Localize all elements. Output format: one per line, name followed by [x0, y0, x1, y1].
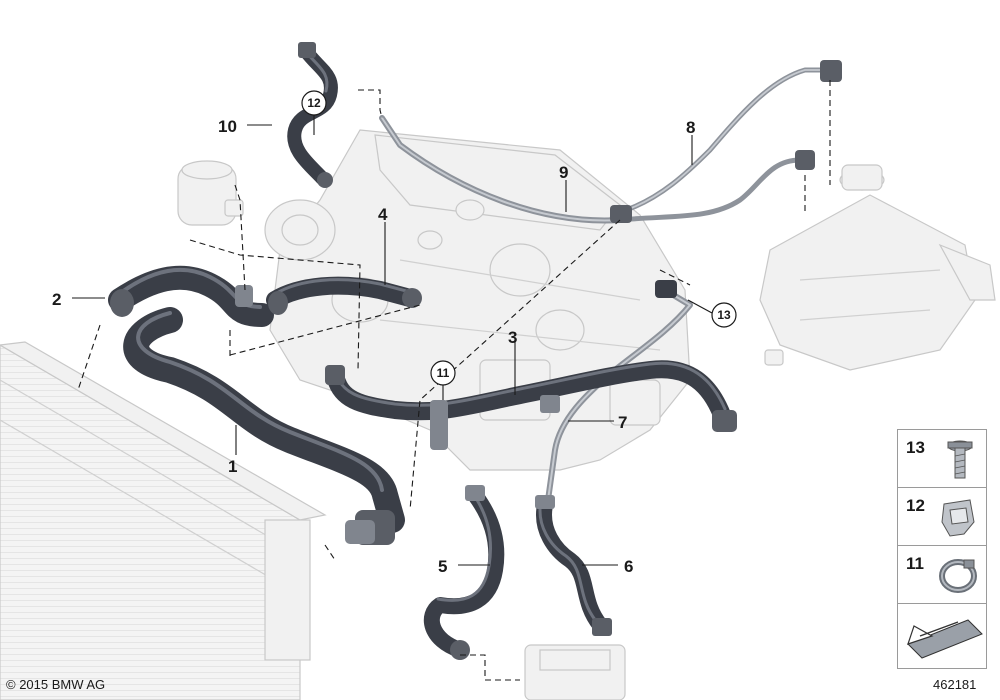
callout-12: 12	[301, 90, 327, 116]
svg-text:12: 12	[307, 96, 321, 110]
callout-4: 4	[378, 205, 388, 224]
bolt-icon	[947, 440, 973, 479]
svg-text:4: 4	[378, 205, 388, 224]
svg-text:1: 1	[228, 457, 237, 476]
legend-item-12: 12	[898, 488, 986, 546]
coolant-pipe-9	[379, 115, 623, 224]
callout-9: 9	[559, 163, 568, 182]
callout-2: 2	[52, 290, 61, 309]
diagram-number: 462181	[933, 677, 977, 692]
clamp-clip-icon	[941, 499, 975, 537]
callout-3: 3	[508, 328, 517, 347]
electric-coolant-pump	[524, 644, 626, 700]
leader-lines	[72, 115, 713, 566]
copyright-text: © 2015 BMW AG	[6, 677, 106, 692]
svg-text:8: 8	[686, 118, 695, 137]
expansion-tank	[759, 164, 996, 371]
svg-text:6: 6	[624, 557, 633, 576]
auxiliary-water-pump	[177, 160, 244, 226]
direction-arrow-icon	[907, 619, 983, 659]
legend-item-13: 13	[898, 430, 986, 488]
svg-text:5: 5	[438, 557, 447, 576]
callout-7: 7	[618, 413, 627, 432]
svg-text:3: 3	[508, 328, 517, 347]
hose-clamp-icon	[939, 559, 977, 593]
coolant-hose-1	[123, 307, 405, 545]
dashed-connectors	[77, 80, 831, 681]
svg-text:7: 7	[618, 413, 627, 432]
legend-label: 12	[906, 496, 925, 515]
callout-10: 10	[218, 117, 237, 136]
coolant-hose-3	[325, 360, 737, 450]
legend-panel: 13 12 11	[897, 429, 987, 669]
svg-text:13: 13	[717, 308, 731, 322]
callout-11: 11	[430, 360, 456, 386]
legend-label: 13	[906, 438, 925, 457]
legend-item-11: 11	[898, 546, 986, 604]
callout-13: 13	[711, 302, 737, 328]
svg-text:9: 9	[559, 163, 568, 182]
svg-text:10: 10	[218, 117, 237, 136]
coolant-hose-2	[108, 265, 274, 327]
callout-6: 6	[624, 557, 633, 576]
callout-5: 5	[438, 557, 447, 576]
callout-8: 8	[686, 118, 695, 137]
radiator	[0, 341, 327, 700]
coolant-hose-6	[535, 495, 612, 636]
coolant-hose-4	[266, 276, 422, 315]
svg-text:11: 11	[437, 366, 450, 380]
vent-line-8	[610, 60, 842, 223]
svg-text:2: 2	[52, 290, 61, 309]
legend-label: 11	[906, 554, 924, 573]
callout-1: 1	[228, 457, 237, 476]
